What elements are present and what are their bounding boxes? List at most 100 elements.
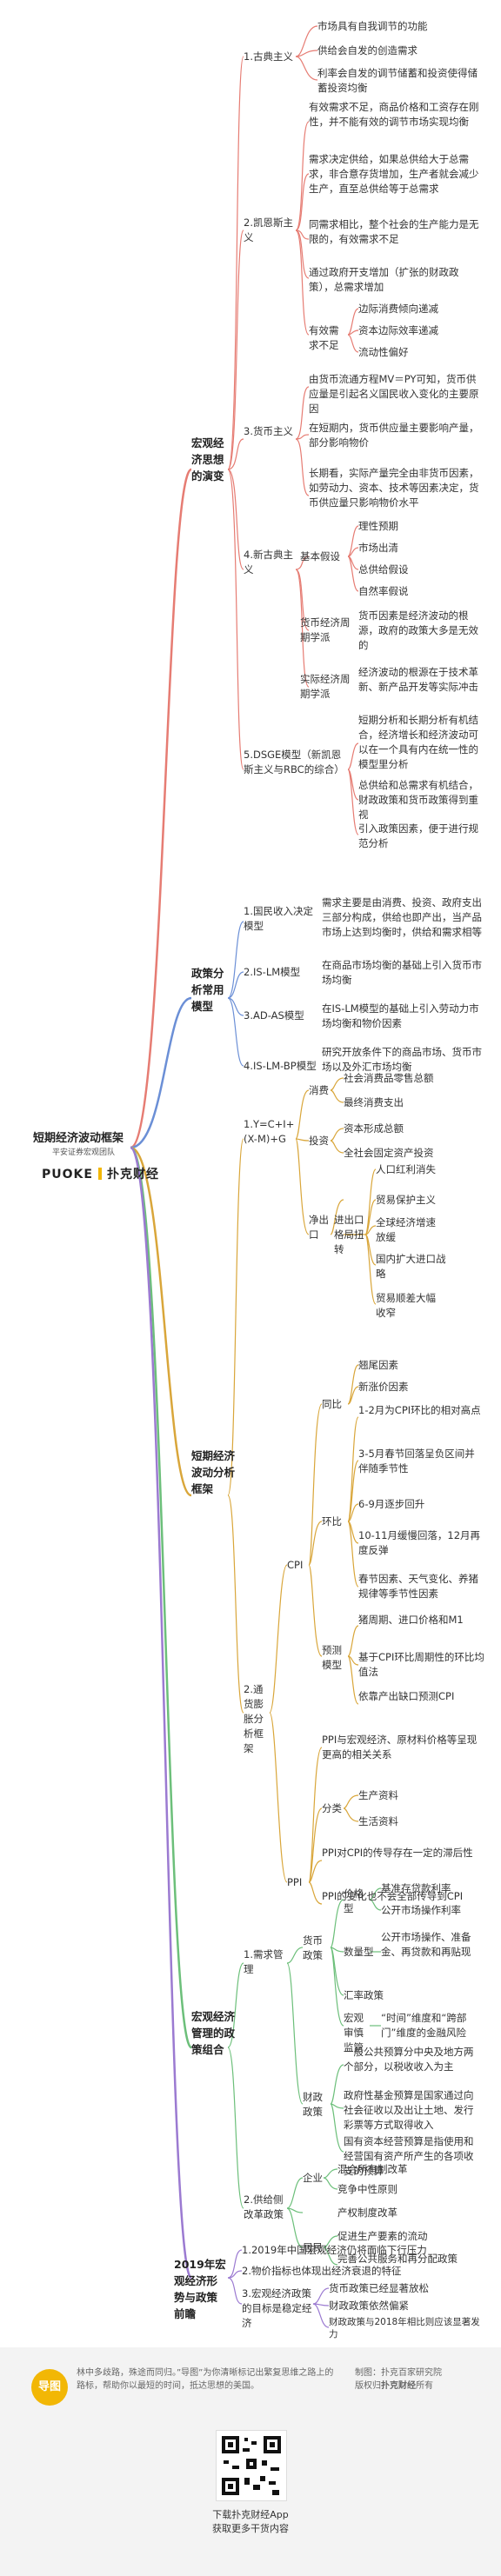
- assumption-item-1: 理性预期: [358, 520, 398, 532]
- consumption-item-1: 社会消费品零售总额: [344, 1072, 434, 1084]
- quantity-type-item-1: 公开市场操作、准备金、再贷款和再贴现: [381, 1931, 471, 1958]
- connector-lines: [129, 25, 382, 2328]
- price-type-item-2: 公开市场操作利率: [381, 1904, 461, 1916]
- qr-code-icon[interactable]: [216, 2430, 287, 2501]
- node-trade-reversal: 进出口格局扭转: [334, 1214, 364, 1255]
- logo-bar-icon: [97, 1168, 102, 1180]
- node-dsge: 5.DSGE模型（新凯恩斯主义与RBC的综合）: [244, 749, 344, 775]
- node-supply-side: 2.供给侧改革政策: [244, 2193, 284, 2220]
- node-real-cycle-school: 实际经济周期学派: [300, 673, 351, 700]
- node-cpi-mom: 环比: [322, 1515, 342, 1528]
- node-gdp-identity: 1.Y=C+I+(X-M)+G: [244, 1118, 295, 1145]
- fiscal-item-1: 一般公共预算分中央及地方两个部分，以税收收入为主: [344, 2046, 474, 2073]
- model-3-desc: 在IS-LM模型的基础上引入劳动力市场均衡和物价因素: [322, 1002, 479, 1029]
- node-consumption: 消费: [309, 1084, 329, 1096]
- footer-cta: 下载扑克财经App 获取更多干货内容: [0, 2508, 501, 2536]
- investment-item-1: 资本形成总额: [344, 1122, 404, 1135]
- netexport-item-2: 贸易保护主义: [376, 1194, 436, 1206]
- monetary-cycle-item: 货币因素是经济波动的根源，政府的政策大多是无效的: [358, 609, 478, 651]
- resident-item-2: 完善公共服务和再分配政策: [337, 2253, 458, 2265]
- ppi-item-1: PPI与宏观经济、原材料价格等呈现更高的相关关系: [322, 1734, 478, 1761]
- model-1-label: 1.国民收入决定模型: [244, 905, 313, 932]
- outlook-goal-item-2: 财政政策依然偏紧: [329, 2300, 409, 2312]
- real-cycle-item: 经济波动的根源在于技术革新、新产品开发等实际冲击: [358, 666, 478, 693]
- outlook-goal-item-3: 财政政策与2018年相比则应该显著发力: [329, 2317, 480, 2340]
- dsge-item-2: 总供给和总需求有机结合，财政政策和货币政策得到重视: [358, 779, 478, 821]
- enterprise-item-1: 混合所有制改革: [337, 2163, 408, 2175]
- copyright-prefix: 版权归: [355, 2381, 381, 2391]
- insufficient-item-1: 边际消费倾向递减: [358, 303, 438, 315]
- enterprise-item-2: 竞争中性原则: [337, 2183, 397, 2195]
- footer-credits: 制图：扑克百家研究院 版权归扑克财经所有: [355, 2366, 485, 2393]
- classical-item-3: 利率会自发的调节储蓄和投资使得储蓄投资均衡: [317, 67, 478, 94]
- node-cpi: CPI: [287, 1559, 304, 1571]
- model-4-desc: 研究开放条件下的商品市场、货币市场以及外汇市场均衡: [322, 1046, 482, 1073]
- dsge-item-1: 短期分析和长期分析有机结合，经济增长和经济波动可以在一个具有内在统一性的模型里分…: [358, 714, 478, 770]
- node-fiscal-policy: 财政政策: [303, 2091, 323, 2118]
- ppi-item-2: PPI对CPI的传导存在一定的滞后性: [322, 1847, 473, 1859]
- model-4-label: 4.IS-LM-BP模型: [244, 1060, 317, 1072]
- forecast-item-2: 基于CPI环比周期性的环比均值法: [358, 1651, 484, 1678]
- cpi-mom-item-5: 春节因素、天气变化、养猪规律等季节性因素: [358, 1573, 478, 1600]
- resident-item-1: 促进生产要素的流动: [337, 2230, 428, 2242]
- keynes-item-4: 通过政府开支增加（扩张的财政政策），总需求增加: [309, 266, 459, 293]
- assumption-item-2: 市场出清: [358, 542, 398, 554]
- model-2-label: 2.IS-LM模型: [244, 966, 301, 978]
- node-ppi-classify: 分类: [322, 1802, 342, 1814]
- prudential-item-1: “时间”维度和“跨部门”维度的金融风险: [381, 2012, 467, 2039]
- cat-short-term: 短期经济波动分析框架: [191, 1449, 236, 1495]
- node-net-export: 净出口: [309, 1214, 329, 1241]
- netexport-item-4: 国内扩大进口战略: [376, 1253, 446, 1280]
- cat-outlook-2019: 2019年宏观经济形势与政策前瞻: [174, 2258, 226, 2320]
- maker-label: 制图：扑克百家研究院: [355, 2368, 442, 2378]
- root-title: 短期经济波动框架: [33, 1132, 124, 1145]
- ppi-item-3: PPI的变化也不会全部传导到CPI: [322, 1890, 464, 1902]
- node-keynes: 2.凯恩斯主义: [244, 216, 293, 243]
- node-monetary-cycle-school: 货币经济周期学派: [300, 616, 351, 643]
- classical-item-1: 市场具有自我调节的功能: [317, 20, 428, 32]
- root-subtitle: 平安证券宏观团队: [52, 1148, 116, 1157]
- node-cpi-forecast: 预测模型: [322, 1644, 342, 1671]
- node-basic-assumption: 基本假设: [300, 550, 340, 562]
- node-classical: 1.古典主义: [244, 50, 293, 63]
- node-new-classical: 4.新古典主义: [244, 549, 293, 576]
- forecast-item-1: 猪周期、进口价格和M1: [358, 1614, 464, 1626]
- ppi-classify-item-1: 生产资料: [358, 1789, 398, 1801]
- price-type-item-1: 基准存贷款利率: [381, 1882, 451, 1894]
- copyright-owner: 扑克财经: [381, 2381, 416, 2391]
- ppi-classify-item-2: 生活资料: [358, 1815, 398, 1827]
- node-inflation-framework: 2.通货膨胀分析框架: [244, 1683, 264, 1754]
- logo-name: 扑克财经: [106, 1168, 159, 1181]
- netexport-item-5: 贸易顺差大幅收窄: [376, 1292, 436, 1319]
- cpi-mom-item-1: 1-2月为CPI环比的相对高点: [358, 1404, 481, 1416]
- cpi-yoy-item-2: 新涨价因素: [358, 1381, 409, 1393]
- cpi-yoy-item-1: 翘尾因素: [358, 1359, 398, 1371]
- node-investment: 投资: [309, 1135, 329, 1147]
- logo-wordmark: PUOKE: [42, 1168, 93, 1181]
- copyright-suffix: 所有: [416, 2381, 433, 2391]
- brand-logo: PUOKE 扑克财经: [42, 1165, 159, 1182]
- node-insufficient-demand: 有效需求不足: [309, 324, 339, 351]
- node-enterprise: 企业: [303, 2172, 323, 2184]
- keynes-item-2: 需求决定供给，如果总供给大于总需求，非合意存货增加，生产者就会减少生产，直至总供…: [309, 153, 479, 195]
- node-monetarism: 3.货币主义: [244, 425, 293, 437]
- assumption-item-3: 总供给假设: [358, 563, 409, 576]
- mindmap-badge: 导图: [31, 2369, 68, 2406]
- cpi-mom-item-3: 6-9月逐步回升: [358, 1498, 425, 1510]
- node-resident: 居民: [303, 2241, 323, 2253]
- copyright-line: 版权归扑克财经所有: [355, 2380, 485, 2393]
- monetarism-item-3: 长期看，实际产量完全由非货币因素，如劳动力、资本、技术等因素决定，货币供应量只影…: [309, 467, 479, 509]
- keynes-item-3: 同需求相比，整个社会的生产能力是无限的，有效需求不足: [309, 218, 479, 245]
- cat-policy-models: 政策分析常用模型: [191, 967, 224, 1013]
- dsge-item-3: 引入政策因素，便于进行规范分析: [358, 822, 478, 849]
- outlook-item-2: 2.物价指标也体现出经济衰退的特征: [242, 2265, 402, 2277]
- node-quantity-type: 数量型: [344, 1946, 374, 1958]
- outlook-item-1: 1.2019年中国宏观经济仍将面临下行压力: [242, 2244, 427, 2256]
- netexport-item-1: 人口红利消失: [376, 1163, 436, 1175]
- node-demand-mgmt: 1.需求管理: [244, 1948, 284, 1975]
- cta-download-app[interactable]: 下载扑克财经App: [212, 2509, 289, 2520]
- outlook-goal-item-1: 货币政策已经显著放松: [329, 2282, 429, 2294]
- fiscal-item-2: 政府性基金预算是国家通过向社会征收以及出让土地、发行彩票等方式取得收入: [344, 2089, 474, 2131]
- node-cpi-yoy: 同比: [322, 1398, 342, 1410]
